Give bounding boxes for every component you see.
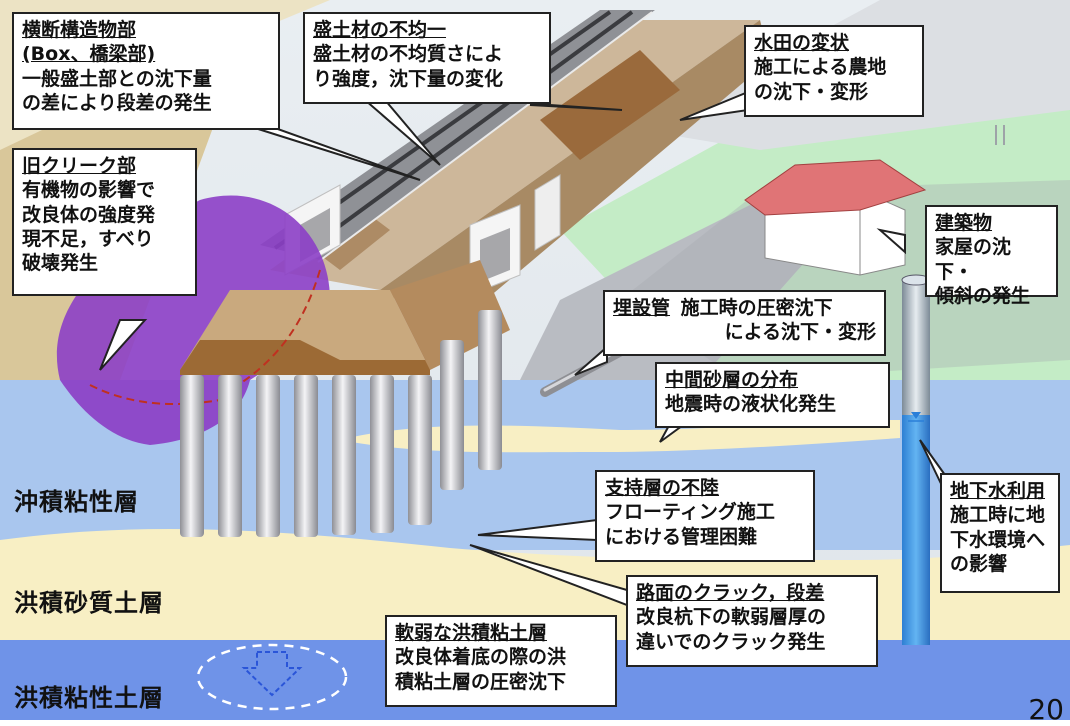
water-level-icon bbox=[911, 412, 921, 419]
callout-pipe-body-line2: による沈下・変形 bbox=[724, 321, 876, 344]
callout-bearing: 支持層の不陸 フローティング施工 における管理困難 bbox=[595, 470, 815, 562]
callout-groundwater: 地下水利用 施工時に地 下水環境へ の影響 bbox=[940, 473, 1060, 593]
box-culvert-right-inner bbox=[480, 228, 510, 282]
callout-pipe: 埋設管 施工時の圧密沈下 による沈下・変形 bbox=[603, 290, 886, 356]
settlement-ellipse bbox=[196, 643, 348, 711]
callout-groundwater-body: 施工時に地 下水環境へ の影響 bbox=[950, 504, 1046, 575]
callout-paddy-title: 水田の変状 bbox=[754, 32, 850, 54]
layer-label-alluvial-clay: 沖積粘性層 bbox=[14, 488, 139, 516]
slip-circle-underground bbox=[89, 384, 221, 405]
callout-pipe-title: 埋設管 bbox=[613, 297, 671, 319]
callout-soft-clay: 軟弱な洪積粘土層 改良体着底の際の洪 積粘土層の圧密沈下 bbox=[385, 615, 617, 707]
callout-paddy: 水田の変状 施工による農地 の沈下・変形 bbox=[744, 25, 924, 117]
fill-material-dark-patch bbox=[540, 50, 680, 160]
callout-soft-clay-title: 軟弱な洪積粘土層 bbox=[395, 622, 548, 644]
road-line-3 bbox=[317, 11, 653, 263]
slip-circle bbox=[229, 269, 321, 391]
well-upper bbox=[902, 280, 930, 415]
callout-soft-clay-body: 改良体着底の際の洪 積粘土層の圧密沈下 bbox=[395, 646, 567, 693]
road-line-2 bbox=[298, 10, 634, 257]
callout-paddy-body: 施工による農地 の沈下・変形 bbox=[754, 56, 887, 103]
callout-building-body: 家屋の沈下・ 傾斜の発生 bbox=[935, 236, 1031, 307]
layer-label-diluvial-sand: 洪積砂質土層 bbox=[14, 589, 164, 617]
road-strip bbox=[260, 10, 655, 260]
callout-fill-material-title: 盛土材の不均一 bbox=[313, 19, 447, 41]
house-roof bbox=[744, 159, 927, 216]
callout-crack-body: 改良杭下の軟弱層厚の 違いでのクラック発生 bbox=[636, 606, 827, 653]
callout-creek-title: 旧クリーク部 bbox=[22, 155, 137, 177]
callout-pipe-body-line1: 施工時の圧密沈下 bbox=[680, 297, 833, 319]
callout-box-bridge-subtitle: (Box、橋梁部) bbox=[22, 43, 156, 66]
callout-groundwater-title: 地下水利用 bbox=[950, 480, 1046, 502]
callout-fill-material-body: 盛土材の不均質さによ り強度，沈下量の変化 bbox=[313, 43, 504, 90]
box-culvert-back bbox=[534, 174, 561, 251]
improvement-piles bbox=[180, 310, 502, 537]
callout-building: 建築物 家屋の沈下・ 傾斜の発生 bbox=[925, 205, 1058, 307]
callout-crack-title: 路面のクラック，段差 bbox=[636, 582, 825, 604]
callout-pipe-line1: 埋設管 施工時の圧密沈下 bbox=[613, 296, 876, 320]
callout-box-bridge-title: 横断構造物部 bbox=[22, 19, 137, 41]
callout-sand-layer-title: 中間砂層の分布 bbox=[665, 369, 799, 391]
page-number: 20 bbox=[1028, 693, 1064, 726]
callout-fill-material: 盛土材の不均一 盛土材の不均質さによ り強度，沈下量の変化 bbox=[303, 12, 551, 104]
callout-bearing-body: フローティング施工 における管理困難 bbox=[605, 501, 775, 548]
callout-sand-layer: 中間砂層の分布 地震時の液状化発生 bbox=[655, 362, 890, 428]
embankment-block-dark bbox=[180, 340, 430, 375]
layer-label-diluvial-clay: 洪積粘性土層 bbox=[14, 684, 164, 712]
callout-building-title: 建築物 bbox=[935, 212, 993, 234]
callout-sand-layer-body: 地震時の液状化発生 bbox=[665, 393, 837, 416]
callout-creek-body: 有機物の影響で 改良体の強度発 現不足，すべり 破壊発生 bbox=[22, 179, 156, 275]
callout-crack: 路面のクラック，段差 改良杭下の軟弱層厚の 違いでのクラック発生 bbox=[626, 575, 878, 667]
down-arrow-icon bbox=[241, 651, 303, 697]
callout-bearing-title: 支持層の不陸 bbox=[605, 477, 720, 499]
callout-box-bridge-body: 一般盛土部との沈下量 の差により段差の発生 bbox=[22, 67, 212, 114]
callout-creek: 旧クリーク部 有機物の影響で 改良体の強度発 現不足，すべり 破壊発生 bbox=[12, 148, 197, 296]
callout-box-bridge: 横断構造物部 (Box、橋梁部) 一般盛土部との沈下量 の差により段差の発生 bbox=[12, 12, 280, 130]
